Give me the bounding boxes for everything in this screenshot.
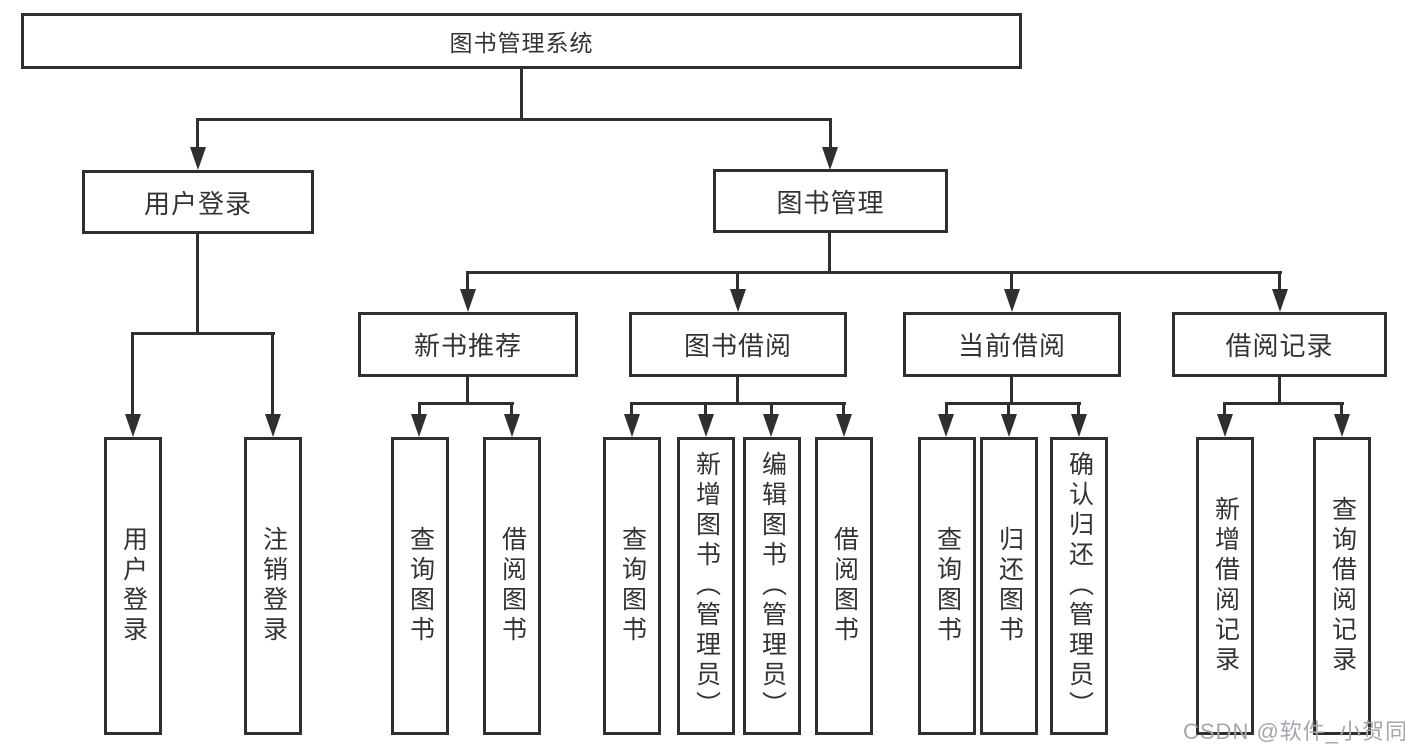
arrow-down-icon (1001, 414, 1017, 437)
leaf-borrow-books-borrowing: 借阅图书 (815, 437, 873, 735)
node-book-management-label: 图书管理 (776, 187, 885, 218)
leaf-return-books: 归还图书 (980, 437, 1038, 735)
connector-line (520, 68, 523, 120)
connector-line (828, 233, 831, 274)
leaf-query-books-borrowing-label: 查询图书 (618, 526, 647, 646)
connector-line (418, 402, 421, 416)
node-borrowing-records-label: 借阅记录 (1225, 331, 1334, 361)
node-current-borrowing-label: 当前借阅 (957, 331, 1066, 361)
leaf-logout-label: 注销登录 (259, 526, 288, 646)
arrow-down-icon (504, 414, 520, 437)
leaf-edit-book-admin-label: 编辑图书（管理员） (758, 451, 787, 721)
connector-line (131, 332, 134, 416)
leaf-add-book-admin-label: 新增图书（管理员） (692, 451, 721, 721)
leaf-borrow-books-recommend: 借阅图书 (483, 437, 541, 735)
arrow-down-icon (763, 414, 779, 437)
connector-line (630, 402, 846, 405)
leaf-query-books-recommend: 查询图书 (391, 437, 449, 735)
connector-line (630, 402, 633, 416)
node-root-label: 图书管理系统 (449, 30, 594, 56)
arrow-down-icon (938, 414, 954, 437)
leaf-query-books-current: 查询图书 (918, 437, 976, 735)
leaf-query-borrow-record: 查询借阅记录 (1313, 437, 1371, 735)
connector-line (1223, 402, 1344, 405)
connector-line (466, 271, 469, 291)
node-user-login: 用户登录 (82, 170, 314, 234)
arrow-down-icon (411, 414, 427, 437)
leaf-add-book-admin: 新增图书（管理员） (677, 437, 735, 735)
arrow-down-icon (190, 147, 206, 170)
leaf-borrow-books-recommend-label: 借阅图书 (498, 526, 527, 646)
node-book-borrowing-label: 图书借阅 (683, 331, 792, 361)
connector-line (1223, 402, 1226, 416)
csdn-watermark: CSDN @软件_小贺同学 (1183, 719, 1405, 744)
connector-line (1077, 402, 1080, 416)
connector-line (196, 118, 199, 151)
connector-line (736, 271, 739, 291)
leaf-borrow-books-borrowing-label: 借阅图书 (830, 526, 859, 646)
arrow-down-icon (822, 147, 838, 170)
connector-line (196, 118, 832, 121)
connector-line (945, 402, 1081, 405)
leaf-return-books-label: 归还图书 (995, 526, 1024, 646)
connector-line (1010, 271, 1013, 291)
arrow-down-icon (1217, 414, 1233, 437)
arrow-down-icon (460, 289, 476, 312)
node-current-borrowing: 当前借阅 (903, 312, 1121, 377)
connector-line (1010, 376, 1013, 405)
leaf-confirm-return-admin: 确认归还（管理员） (1050, 437, 1108, 735)
connector-line (842, 402, 845, 416)
arrow-down-icon (125, 414, 141, 437)
leaf-add-borrow-record: 新增借阅记录 (1196, 437, 1254, 735)
connector-line (945, 402, 948, 416)
arrow-down-icon (1071, 414, 1087, 437)
arrow-down-icon (1334, 414, 1350, 437)
leaf-query-borrow-record-label: 查询借阅记录 (1328, 496, 1357, 676)
node-new-book-recommend-label: 新书推荐 (413, 331, 522, 361)
connector-line (271, 332, 274, 416)
connector-line (466, 376, 469, 405)
connector-line (1278, 271, 1281, 291)
leaf-query-books-recommend-label: 查询图书 (406, 526, 435, 646)
connector-line (829, 118, 832, 151)
connector-line (1278, 377, 1281, 405)
leaf-query-books-borrowing: 查询图书 (603, 437, 661, 735)
arrow-down-icon (265, 414, 281, 437)
node-new-book-recommend: 新书推荐 (358, 312, 578, 377)
connector-line (131, 332, 275, 335)
connector-line (704, 402, 707, 416)
arrow-down-icon (1272, 289, 1288, 312)
connector-line (770, 402, 773, 416)
node-book-management: 图书管理 (713, 169, 948, 233)
connector-line (1007, 402, 1010, 416)
leaf-query-books-current-label: 查询图书 (933, 526, 962, 646)
leaf-logout: 注销登录 (244, 437, 302, 735)
connector-line (510, 402, 513, 416)
arrow-down-icon (698, 414, 714, 437)
arrow-down-icon (836, 414, 852, 437)
leaf-user-login: 用户登录 (104, 437, 162, 735)
leaf-edit-book-admin: 编辑图书（管理员） (743, 437, 801, 735)
connector-line (196, 233, 199, 335)
leaf-add-borrow-record-label: 新增借阅记录 (1211, 496, 1240, 676)
node-borrowing-records: 借阅记录 (1172, 312, 1387, 377)
leaf-user-login-label: 用户登录 (119, 526, 148, 646)
arrow-down-icon (624, 414, 640, 437)
connector-line (1340, 402, 1343, 416)
arrow-down-icon (1004, 289, 1020, 312)
arrow-down-icon (730, 289, 746, 312)
node-root: 图书管理系统 (21, 13, 1022, 69)
node-book-borrowing: 图书借阅 (629, 312, 847, 377)
connector-line (418, 402, 514, 405)
leaf-confirm-return-admin-label: 确认归还（管理员） (1065, 451, 1094, 721)
connector-line (467, 271, 1282, 274)
connector-line (736, 376, 739, 405)
node-user-login-label: 用户登录 (143, 188, 252, 219)
